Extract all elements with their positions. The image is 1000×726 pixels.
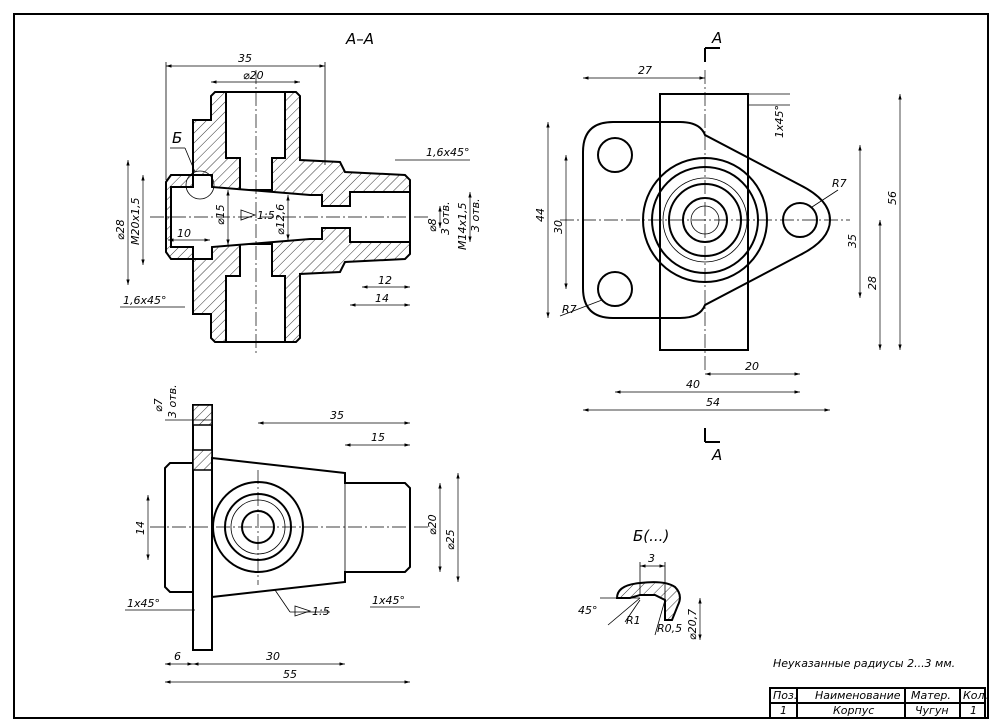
vertical-boss	[659, 93, 749, 351]
radius-lobe: R7	[832, 177, 847, 190]
dim-d28: ⌀28	[114, 219, 127, 240]
dim-d15: ⌀15	[214, 204, 227, 225]
side-view: ⌀7 3 отв. 35 15 14 ⌀20 ⌀25 1x45° 1:5 1x4…	[125, 384, 460, 684]
dim-3: 3	[648, 552, 655, 565]
dim-28: 28	[866, 276, 879, 290]
dim-35: 35	[330, 409, 344, 422]
holes-d8: 3 отв.	[439, 201, 452, 235]
chamfer-left: 1x45°	[127, 597, 160, 610]
chamfer-1x45: 1x45°	[773, 105, 786, 138]
bottom-threaded-hole	[225, 243, 286, 343]
dim-15: 15	[371, 431, 385, 444]
detail-mark: Б	[172, 129, 182, 147]
tapered-body	[211, 456, 411, 599]
holes-m14: 3 отв.	[469, 198, 482, 232]
bolt-hole	[597, 271, 633, 307]
taper-symbol	[294, 605, 312, 617]
dim-d7: ⌀7	[152, 398, 165, 412]
general-note: Неуказанные радиусы 2...3 мм.	[773, 657, 955, 670]
title-block: Поз. Наименование Матер. Кол. 1 Корпус Ч…	[769, 687, 988, 719]
taper-symbol	[240, 209, 257, 221]
left-collar	[164, 462, 193, 593]
radius-corner: R7	[562, 303, 577, 316]
dim-10: 10	[177, 227, 191, 240]
radius-r1: R1	[626, 614, 641, 627]
cell-material: Чугун	[915, 704, 949, 717]
flange-plate	[582, 121, 832, 319]
cell-name: Корпус	[833, 704, 874, 717]
dim-30: 30	[266, 650, 280, 663]
flange-hole-section	[192, 404, 213, 426]
thread-m20: M20x1,5	[129, 198, 142, 246]
dim-56: 56	[886, 191, 899, 205]
sheet-border	[13, 13, 989, 719]
dim-40: 40	[686, 378, 700, 391]
detail-b-circle	[185, 170, 215, 200]
dim-d20: ⌀20	[426, 514, 439, 535]
dim-44: 44	[534, 208, 547, 222]
header-material: Матер.	[911, 689, 951, 702]
cell-qty: 1	[970, 704, 977, 717]
dim-35: 35	[846, 234, 859, 248]
top-threaded-hole	[225, 91, 286, 191]
angle-45: 45°	[578, 604, 598, 617]
holes-d7: 3 отв.	[166, 384, 179, 418]
top-view: A A 27 1x45° R7 44 30 35 56 28 R7 20 40 …	[534, 29, 902, 464]
dim-20: 20	[745, 360, 759, 373]
header-pos: Поз.	[773, 689, 797, 702]
dim-14: 14	[375, 292, 389, 305]
dim-54: 54	[706, 396, 720, 409]
bolt-hole	[597, 137, 633, 173]
detail-section	[615, 581, 681, 621]
dim-14: 14	[134, 521, 147, 535]
thread-m14: M14x1,5	[456, 203, 469, 251]
dim-d20: ⌀20	[243, 69, 264, 82]
dim-6: 6	[174, 650, 181, 663]
dim-d20-7: ⌀20,7	[686, 609, 699, 640]
dim-d25: ⌀25	[444, 529, 457, 550]
detail-b: Б(...) 3 45° R1 R0,5 ⌀20,7	[578, 527, 702, 640]
chamfer-right: 1x45°	[372, 594, 405, 607]
cut-mark-top: A	[711, 29, 722, 47]
dim-55: 55	[283, 668, 297, 681]
dim-12: 12	[378, 274, 392, 287]
dim-d12-6: ⌀12,6	[274, 204, 287, 235]
cell-pos: 1	[780, 704, 787, 717]
taper-ratio: 1:5	[257, 209, 275, 222]
dim-30: 30	[552, 220, 565, 234]
flange	[192, 404, 213, 651]
dim-35: 35	[238, 52, 252, 65]
header-name: Наименование	[815, 689, 901, 702]
section-a-a: А–А 35 ⌀20 Б 1,6x45° ⌀28 M20x1,5 10 ⌀15 …	[114, 30, 482, 355]
header-qty: Кол.	[963, 689, 988, 702]
cut-mark-bottom: A	[711, 446, 722, 464]
dim-d8: ⌀8	[426, 218, 439, 232]
radius-r05: R0,5	[657, 622, 682, 635]
detail-title: Б(...)	[633, 527, 669, 545]
chamfer-bottom: 1,6x45°	[123, 294, 167, 307]
section-title: А–А	[345, 30, 374, 48]
taper-ratio: 1:5	[312, 605, 330, 618]
dim-27: 27	[638, 64, 652, 77]
chamfer-top: 1,6x45°	[426, 146, 470, 159]
